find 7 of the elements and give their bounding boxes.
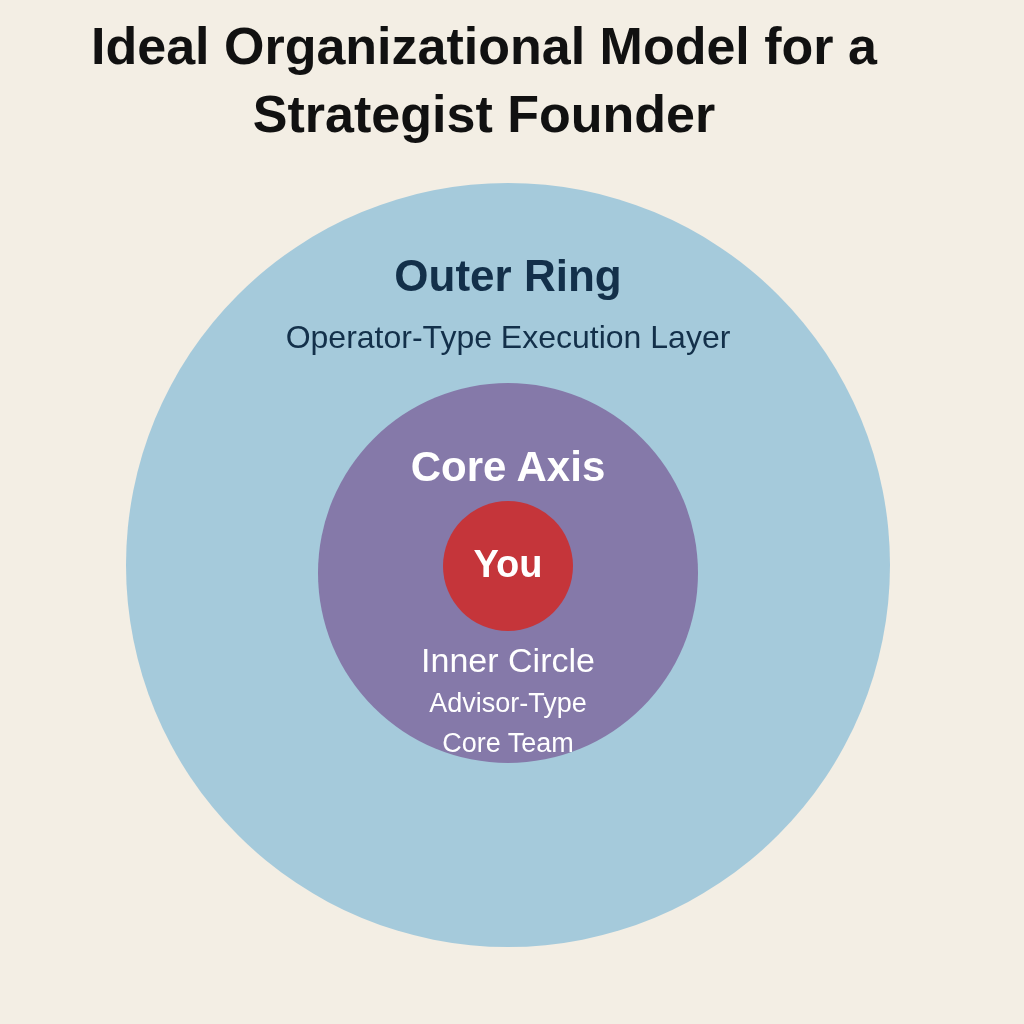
core-heading: Core Axis [409,443,607,491]
diagram-title: Ideal Organizational Model for a Strategist Founder [90,16,879,145]
ring-description: Operator-Type Execution Layer [284,319,732,356]
ring-heading: Outer Ring [393,251,623,301]
center-label: You [472,543,544,586]
inner-circle-description: Advisor-Type Core Team [428,687,588,760]
inner-circle-heading: Inner Circle [420,641,596,680]
